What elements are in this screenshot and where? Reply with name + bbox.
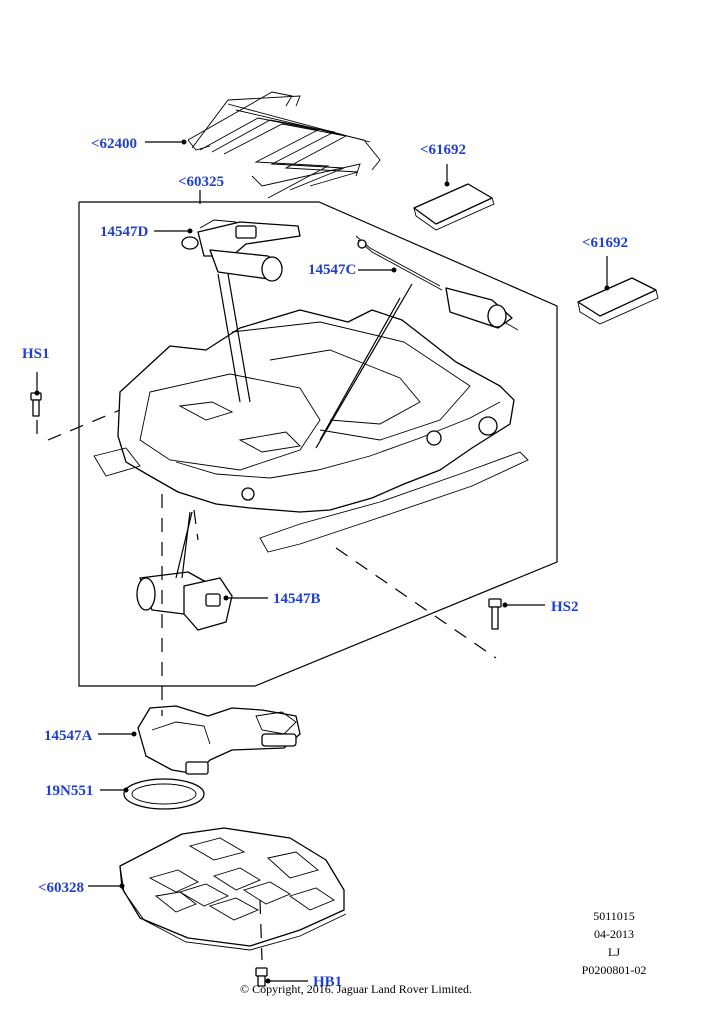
part-14547B-motor[interactable] (136, 571, 233, 631)
callout-14547C[interactable]: 14547C (308, 262, 356, 278)
part-61692-trim-lower[interactable] (577, 277, 659, 325)
part-14547C-cable-actuator[interactable] (355, 235, 519, 331)
callout-61692-upper[interactable]: <61692 (420, 142, 466, 158)
fastener-HB1-bolt[interactable] (255, 967, 268, 987)
callout-61692-lower[interactable]: <61692 (582, 235, 628, 251)
copyright-notice: © Copyright, 2016. Jaguar Land Rover Lim… (240, 982, 472, 996)
part-61692-trim-upper[interactable] (413, 183, 495, 231)
seat-frame[interactable] (93, 309, 529, 553)
callout-62400[interactable]: <62400 (91, 136, 137, 152)
callout-14547B[interactable]: 14547B (273, 591, 321, 607)
part-60328-base-plate[interactable] (119, 827, 347, 951)
callout-HS2[interactable]: HS2 (551, 599, 579, 615)
callout-60325[interactable]: <60325 (178, 174, 224, 190)
part-14547A-actuator-housing[interactable] (137, 705, 301, 775)
callout-60328[interactable]: <60328 (38, 880, 84, 896)
callout-14547D[interactable]: 14547D (100, 224, 149, 240)
drawing-number: 5011015 (593, 909, 635, 923)
leader-lines (34, 139, 610, 984)
part-14547D-motor[interactable] (181, 219, 301, 282)
drawing-date: 04-2013 (594, 927, 634, 941)
model-code: LJ (608, 945, 620, 959)
fastener-HS1-screw[interactable] (30, 392, 42, 417)
callout-HS1[interactable]: HS1 (22, 346, 50, 362)
part-62400-spring-grid[interactable] (187, 91, 381, 199)
assembly-boundary (78, 201, 558, 687)
callout-HB1[interactable]: HB1 (313, 974, 342, 990)
fastener-HS2-screw[interactable] (488, 598, 502, 630)
illustration-ref: P0200801-02 (582, 963, 647, 977)
callout-19N551[interactable]: 19N551 (45, 783, 93, 799)
part-19N551-seal-ring[interactable] (123, 778, 205, 810)
callout-14547A[interactable]: 14547A (44, 728, 93, 744)
assembly-guide-lines (36, 409, 497, 961)
